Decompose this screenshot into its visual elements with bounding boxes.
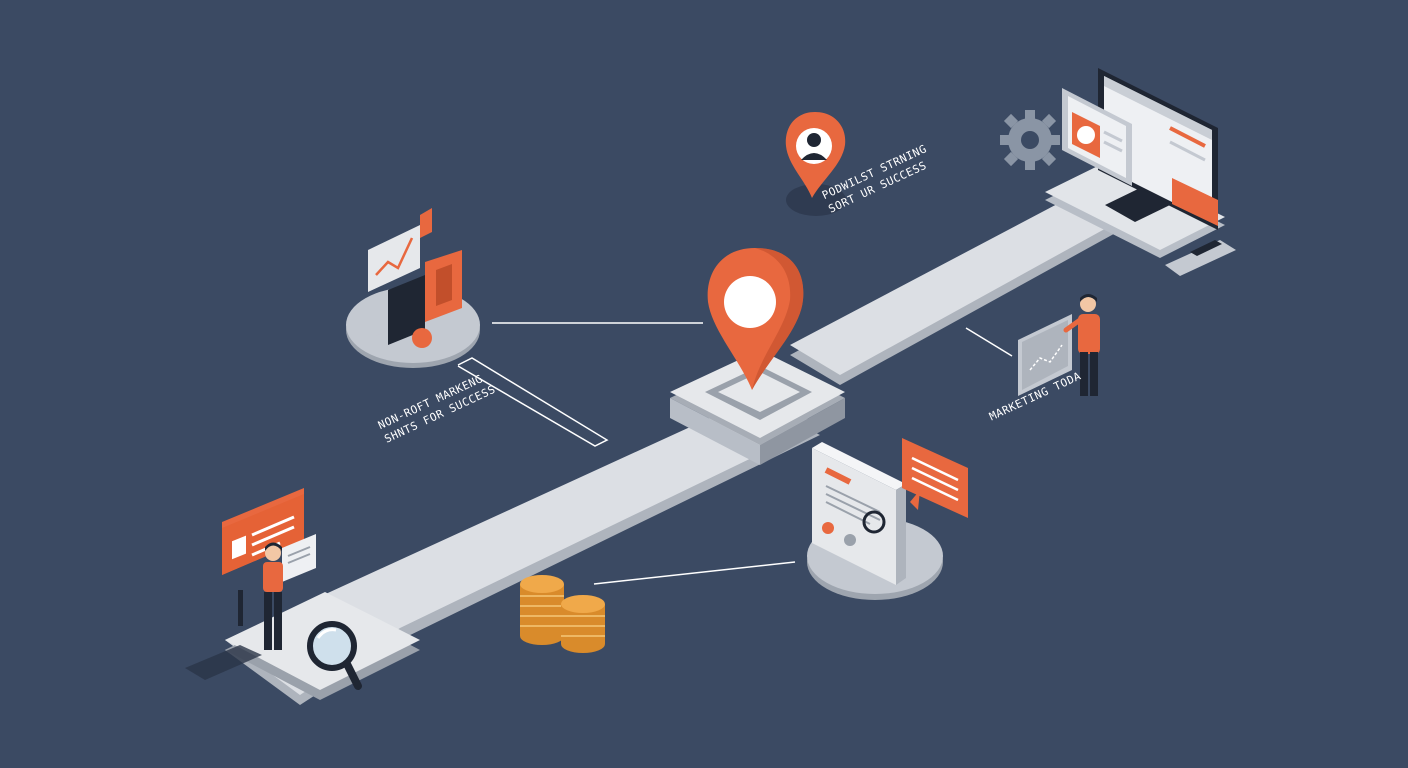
presenter-person bbox=[1063, 294, 1100, 396]
location-avatar-pin-icon bbox=[785, 112, 846, 216]
gear-icon bbox=[1000, 110, 1060, 170]
document-disk bbox=[807, 438, 968, 600]
analytics-board-disk bbox=[346, 208, 480, 368]
center-platform bbox=[670, 350, 845, 465]
coin-stack-icon bbox=[520, 575, 605, 653]
connector-lines bbox=[457, 322, 1013, 585]
presentation-board bbox=[1018, 314, 1072, 396]
magnifying-glass-icon bbox=[307, 621, 362, 690]
map-pin-icon bbox=[707, 248, 804, 390]
person-with-bubbles bbox=[238, 542, 283, 650]
computer-monitor-icon bbox=[1062, 68, 1236, 276]
chat-bubbles-icon bbox=[222, 488, 316, 582]
